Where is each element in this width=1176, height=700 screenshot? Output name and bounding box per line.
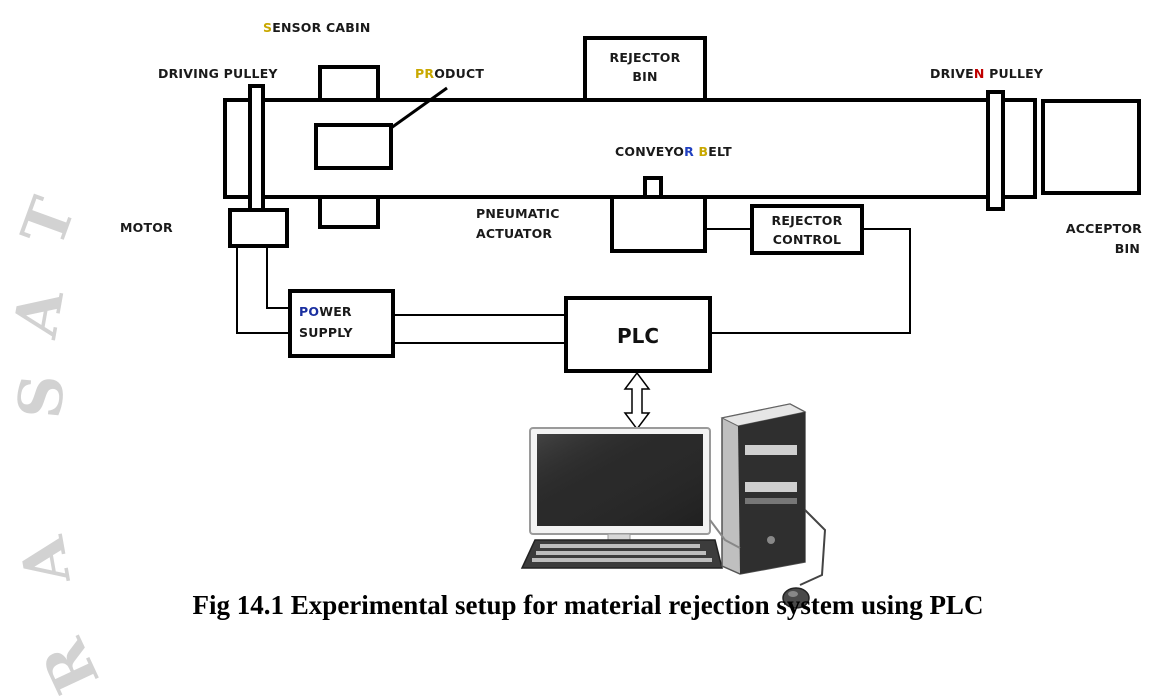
driven-label-n: N — [974, 66, 985, 81]
product-box — [314, 123, 393, 170]
power-label-p: P — [299, 304, 308, 319]
rejector-control-box — [750, 204, 864, 255]
watermark-letter-2: A — [1, 283, 78, 343]
sensor-cabin-bottom-box — [318, 195, 380, 229]
sensor-cabin-top-box — [318, 65, 380, 102]
acceptor-bin-label-2: BIN — [1115, 241, 1140, 256]
conveyor-label-r: R — [684, 144, 694, 159]
driven-label-a: DRIVE — [930, 66, 974, 81]
figure-caption: Fig 14.1 Experimental setup for material… — [192, 590, 984, 620]
watermark-letter-3: S — [5, 372, 79, 421]
rejector-control-label-2: CONTROL — [773, 232, 841, 247]
sensor-cabin-label-s: S — [263, 20, 272, 35]
pneumatic-actuator-box — [610, 195, 707, 253]
watermark-letter-4: A — [8, 530, 85, 590]
driving-pulley-label: DRIVING PULLEY — [158, 66, 278, 81]
sensor-cabin-label: SENSOR CABIN — [263, 20, 371, 35]
driven-pulley-label: DRIVEN PULLEY — [930, 66, 1044, 81]
sensor-cabin-label-rest: ENSOR CABIN — [272, 20, 370, 35]
rejector-bin-label-1: REJECTOR — [610, 50, 681, 65]
watermark-letter-1: T — [8, 189, 89, 255]
product-label-pr: PR — [415, 66, 434, 81]
motor-label: MOTOR — [120, 220, 173, 235]
driven-label-b: PULLEY — [985, 66, 1044, 81]
conveyor-belt-label: CONVEYOR BELT — [615, 144, 732, 159]
conveyor-label-b: B — [699, 144, 709, 159]
power-label-rest: WER — [319, 304, 352, 319]
product-label-rest: ODUCT — [434, 66, 484, 81]
pneumatic-label-1: PNEUMATIC — [476, 206, 560, 221]
power-supply-box — [288, 289, 395, 358]
watermark: T A S A R — [1, 189, 114, 700]
driving-pulley — [248, 84, 265, 212]
conveyor-label-a: CONVEYO — [615, 144, 684, 159]
pneumatic-label-2: ACTUATOR — [476, 226, 552, 241]
product-pointer-line — [390, 86, 448, 130]
motor-box — [228, 208, 289, 248]
computer-monitor-icon — [529, 427, 711, 550]
tower-cpu-icon — [720, 403, 827, 586]
rejector-control-label-1: REJECTOR — [772, 213, 843, 228]
wiring — [236, 228, 911, 344]
motor-to-power-wire-outer — [236, 246, 290, 334]
motor-to-power-wire-inner — [266, 246, 290, 309]
plc-to-rejector-control-wire — [710, 228, 911, 334]
actuator-plunger — [643, 176, 663, 199]
watermark-letter-5: R — [29, 627, 114, 700]
monitor-cable — [709, 519, 741, 549]
rejector-bin-box — [583, 36, 707, 102]
plc-box — [564, 296, 712, 373]
acceptor-bin-label-1: ACCEPTOR — [1066, 221, 1142, 236]
driven-pulley — [986, 90, 1005, 211]
conveyor-label-c: ELT — [708, 144, 732, 159]
keyboard-icon — [520, 539, 723, 569]
power-supply-label-2: SUPPLY — [299, 325, 353, 340]
power-label-o: O — [308, 304, 319, 319]
mouse-icon — [782, 587, 810, 609]
power-supply-label-1: POWER — [299, 304, 352, 319]
rejector-bin-label-2: BIN — [632, 69, 657, 84]
plc-label: PLC — [617, 324, 659, 348]
acceptor-bin-box — [1041, 99, 1141, 195]
product-label: PRODUCT — [415, 66, 484, 81]
double-arrow-icon — [623, 371, 651, 431]
